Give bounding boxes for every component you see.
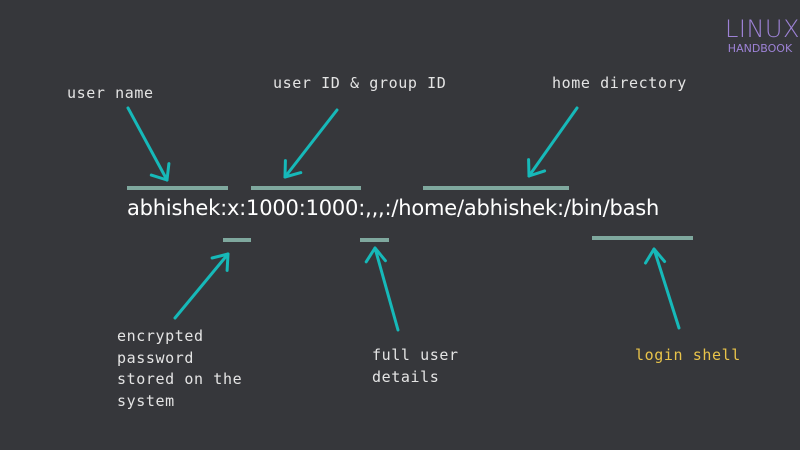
label-user-group-id: user ID & group ID <box>273 74 447 92</box>
label-login-shell: login shell <box>635 346 741 364</box>
logo-top-text: LINUX <box>725 15 800 43</box>
arrow-user-name <box>126 106 171 182</box>
arrow-home <box>527 106 579 178</box>
arrow-password <box>173 252 230 320</box>
label-encrypted-password-line: encrypted <box>117 327 204 345</box>
label-full-user-details-line: details <box>372 367 440 386</box>
label-encrypted-password-line: password <box>117 348 195 367</box>
linux-handbook-logo: LINUX HANDBOOK <box>725 15 800 56</box>
arrow-details <box>364 246 400 332</box>
arrow-shell <box>644 247 681 330</box>
label-full-user-details: full user details <box>372 345 459 388</box>
label-encrypted-password-line: stored on the <box>117 370 243 388</box>
passwd-entry: abhishek:x:1000:1000:,,,:/home/abhishek:… <box>127 196 660 220</box>
label-full-user-details-line: full user <box>372 346 459 364</box>
arrow-ids <box>283 108 339 179</box>
label-encrypted-password-line: system <box>117 391 175 410</box>
label-encrypted-password: encrypted password stored on the system <box>117 326 242 412</box>
label-user-name: user name <box>67 84 154 102</box>
logo-bottom-text: HANDBOOK <box>727 42 793 55</box>
label-home-directory: home directory <box>552 74 687 92</box>
